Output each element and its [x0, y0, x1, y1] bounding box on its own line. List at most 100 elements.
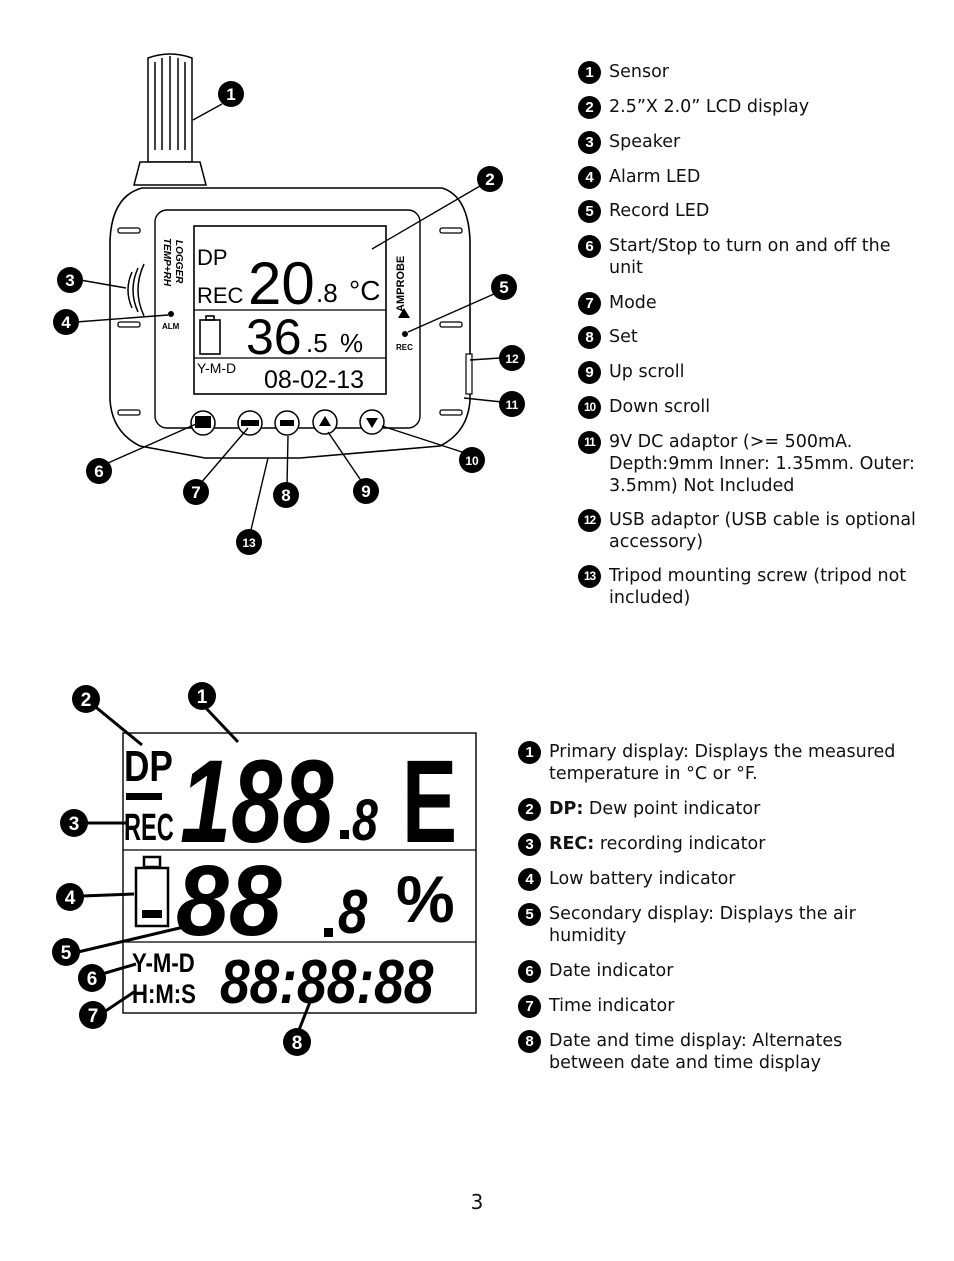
lcd-date-label: Y-M-D	[197, 360, 236, 376]
date-time-digits: 88:88:88	[220, 948, 434, 1017]
lcd-callout-8: 8	[292, 1033, 303, 1054]
device-part-item-text: Alarm LED	[609, 167, 701, 187]
callout-7: 7	[191, 483, 200, 502]
device-part-item-text: Start/Stop to turn on and off the unit	[609, 236, 891, 278]
lcd-dp-indicator: DP	[124, 742, 173, 791]
lcd-indicator-item-text: Secondary display: Displays the air humi…	[549, 904, 856, 946]
lcd-callout-5: 5	[61, 943, 72, 964]
callout-number-icon: 1	[518, 741, 541, 764]
lcd-temp-major: 20	[248, 250, 315, 317]
callout-number-icon: 3	[578, 131, 601, 154]
primary-digits: 188	[180, 736, 334, 868]
down-arrow-icon	[366, 418, 378, 428]
callout-number-icon: 1	[578, 61, 601, 84]
lcd-date-value: 08-02-13	[264, 366, 364, 394]
lcd-indicator-item-text: Date indicator	[549, 961, 674, 981]
primary-unit-segment: E	[402, 735, 457, 867]
alarm-led	[168, 311, 174, 317]
callout-2: 2	[485, 170, 494, 189]
lcd-hum-minor: .5	[306, 328, 328, 358]
device-part-item-text: Down scroll	[609, 397, 711, 417]
mode-button-label	[241, 420, 259, 426]
callout-8: 8	[281, 486, 290, 505]
lcd-callout-7: 7	[88, 1006, 99, 1027]
device-illustration: DP REC 20 .8 °C 36 .5 % Y-M-D 08-02-13 T…	[53, 53, 525, 555]
device-part-item-text: Sensor	[609, 62, 669, 82]
device-part-item: 1 Sensor	[578, 61, 918, 84]
lcd-callout-2: 2	[81, 690, 92, 711]
lcd-callouts: 1 2 3 4 5 6 7 8	[52, 682, 311, 1056]
lcd-indicators-legend: 1 Primary display: Displays the measured …	[518, 741, 918, 1074]
lcd-indicator-item: 8 Date and time display: Alternates betwe…	[518, 1030, 918, 1074]
secondary-decimal-point	[324, 928, 333, 937]
low-battery-icon	[134, 855, 170, 928]
lcd-hum-major: 36	[246, 309, 302, 365]
callout-number-icon: 8	[578, 326, 601, 349]
device-part-item-text: 2.5”X 2.0” LCD display	[609, 97, 810, 117]
lcd-callout-6: 6	[87, 969, 98, 990]
callout-number-icon: 6	[518, 960, 541, 983]
lcd-indicator-item-text: Dew point indicator	[583, 799, 761, 819]
lcd-rec-label: REC	[197, 283, 244, 308]
lcd-indicator-item-text: Date and time display: Alternates betwee…	[549, 1031, 843, 1073]
device-part-item-text: Tripod mounting screw (tripod not includ…	[609, 566, 907, 608]
lcd-callout-1: 1	[197, 687, 208, 708]
up-arrow-icon	[319, 416, 331, 426]
callout-number-icon: 9	[578, 361, 601, 384]
callout-12: 12	[505, 352, 519, 366]
callout-5: 5	[499, 278, 508, 297]
lcd-rec-indicator: REC	[124, 805, 174, 848]
record-led	[402, 331, 408, 337]
page-number: 3	[470, 1190, 484, 1214]
speaker-icon	[127, 263, 145, 317]
callout-10: 10	[465, 454, 479, 468]
lcd-temp-unit: °C	[349, 275, 380, 306]
device-part-item: 8 Set	[578, 326, 918, 349]
device-part-item: 6 Start/Stop to turn on and off the unit	[578, 235, 918, 279]
callout-1: 1	[226, 85, 235, 104]
callout-13: 13	[242, 536, 256, 550]
device-model-text: TEMP+RH	[161, 238, 172, 287]
lcd-indicator-item: 4 Low battery indicator	[518, 868, 918, 891]
lcd-indicator-item: 1 Primary display: Displays the measured …	[518, 741, 918, 785]
device-part-item-text: USB adaptor (USB cable is optional acces…	[609, 510, 916, 552]
lcd-battery-icon	[199, 315, 221, 355]
side-ports	[465, 353, 473, 395]
callout-number-icon: 10	[578, 396, 601, 419]
lcd-segment-diagram: DP REC 188 8 E 88 8 % Y-M-D H:M:S 88:88:…	[52, 682, 477, 1056]
device-part-item-text: Set	[609, 327, 638, 347]
device-part-item-text: 9V DC adaptor (>= 500mA. Depth:9mm Inner…	[609, 432, 915, 496]
device-part-item: 10 Down scroll	[578, 396, 918, 419]
lcd-dp-label: DP	[197, 245, 228, 270]
lcd-indicator-item-text: Primary display: Displays the measured t…	[549, 742, 896, 784]
device-buttons	[190, 409, 385, 436]
start-stop-button-label	[195, 416, 211, 428]
device-model-text-2: LOGGER	[173, 240, 184, 284]
callout-3: 3	[65, 271, 74, 290]
callout-number-icon: 8	[518, 1030, 541, 1053]
hms-indicator: H:M:S	[132, 980, 196, 1010]
record-led-label: REC	[396, 343, 413, 352]
callout-number-icon: 6	[578, 235, 601, 258]
lcd-callout-4: 4	[65, 888, 76, 909]
callout-number-icon: 4	[518, 868, 541, 891]
callout-number-icon: 7	[518, 995, 541, 1018]
callout-6: 6	[94, 462, 103, 481]
callout-number-icon: 12	[578, 509, 601, 532]
primary-decimal-point	[340, 830, 349, 839]
percent-sign: %	[396, 862, 455, 936]
lcd-indicator-item-text: Low battery indicator	[549, 869, 736, 889]
brand-logo-icon	[398, 308, 410, 318]
callout-number-icon: 7	[578, 292, 601, 315]
secondary-decimal-digit: 8	[338, 878, 367, 947]
